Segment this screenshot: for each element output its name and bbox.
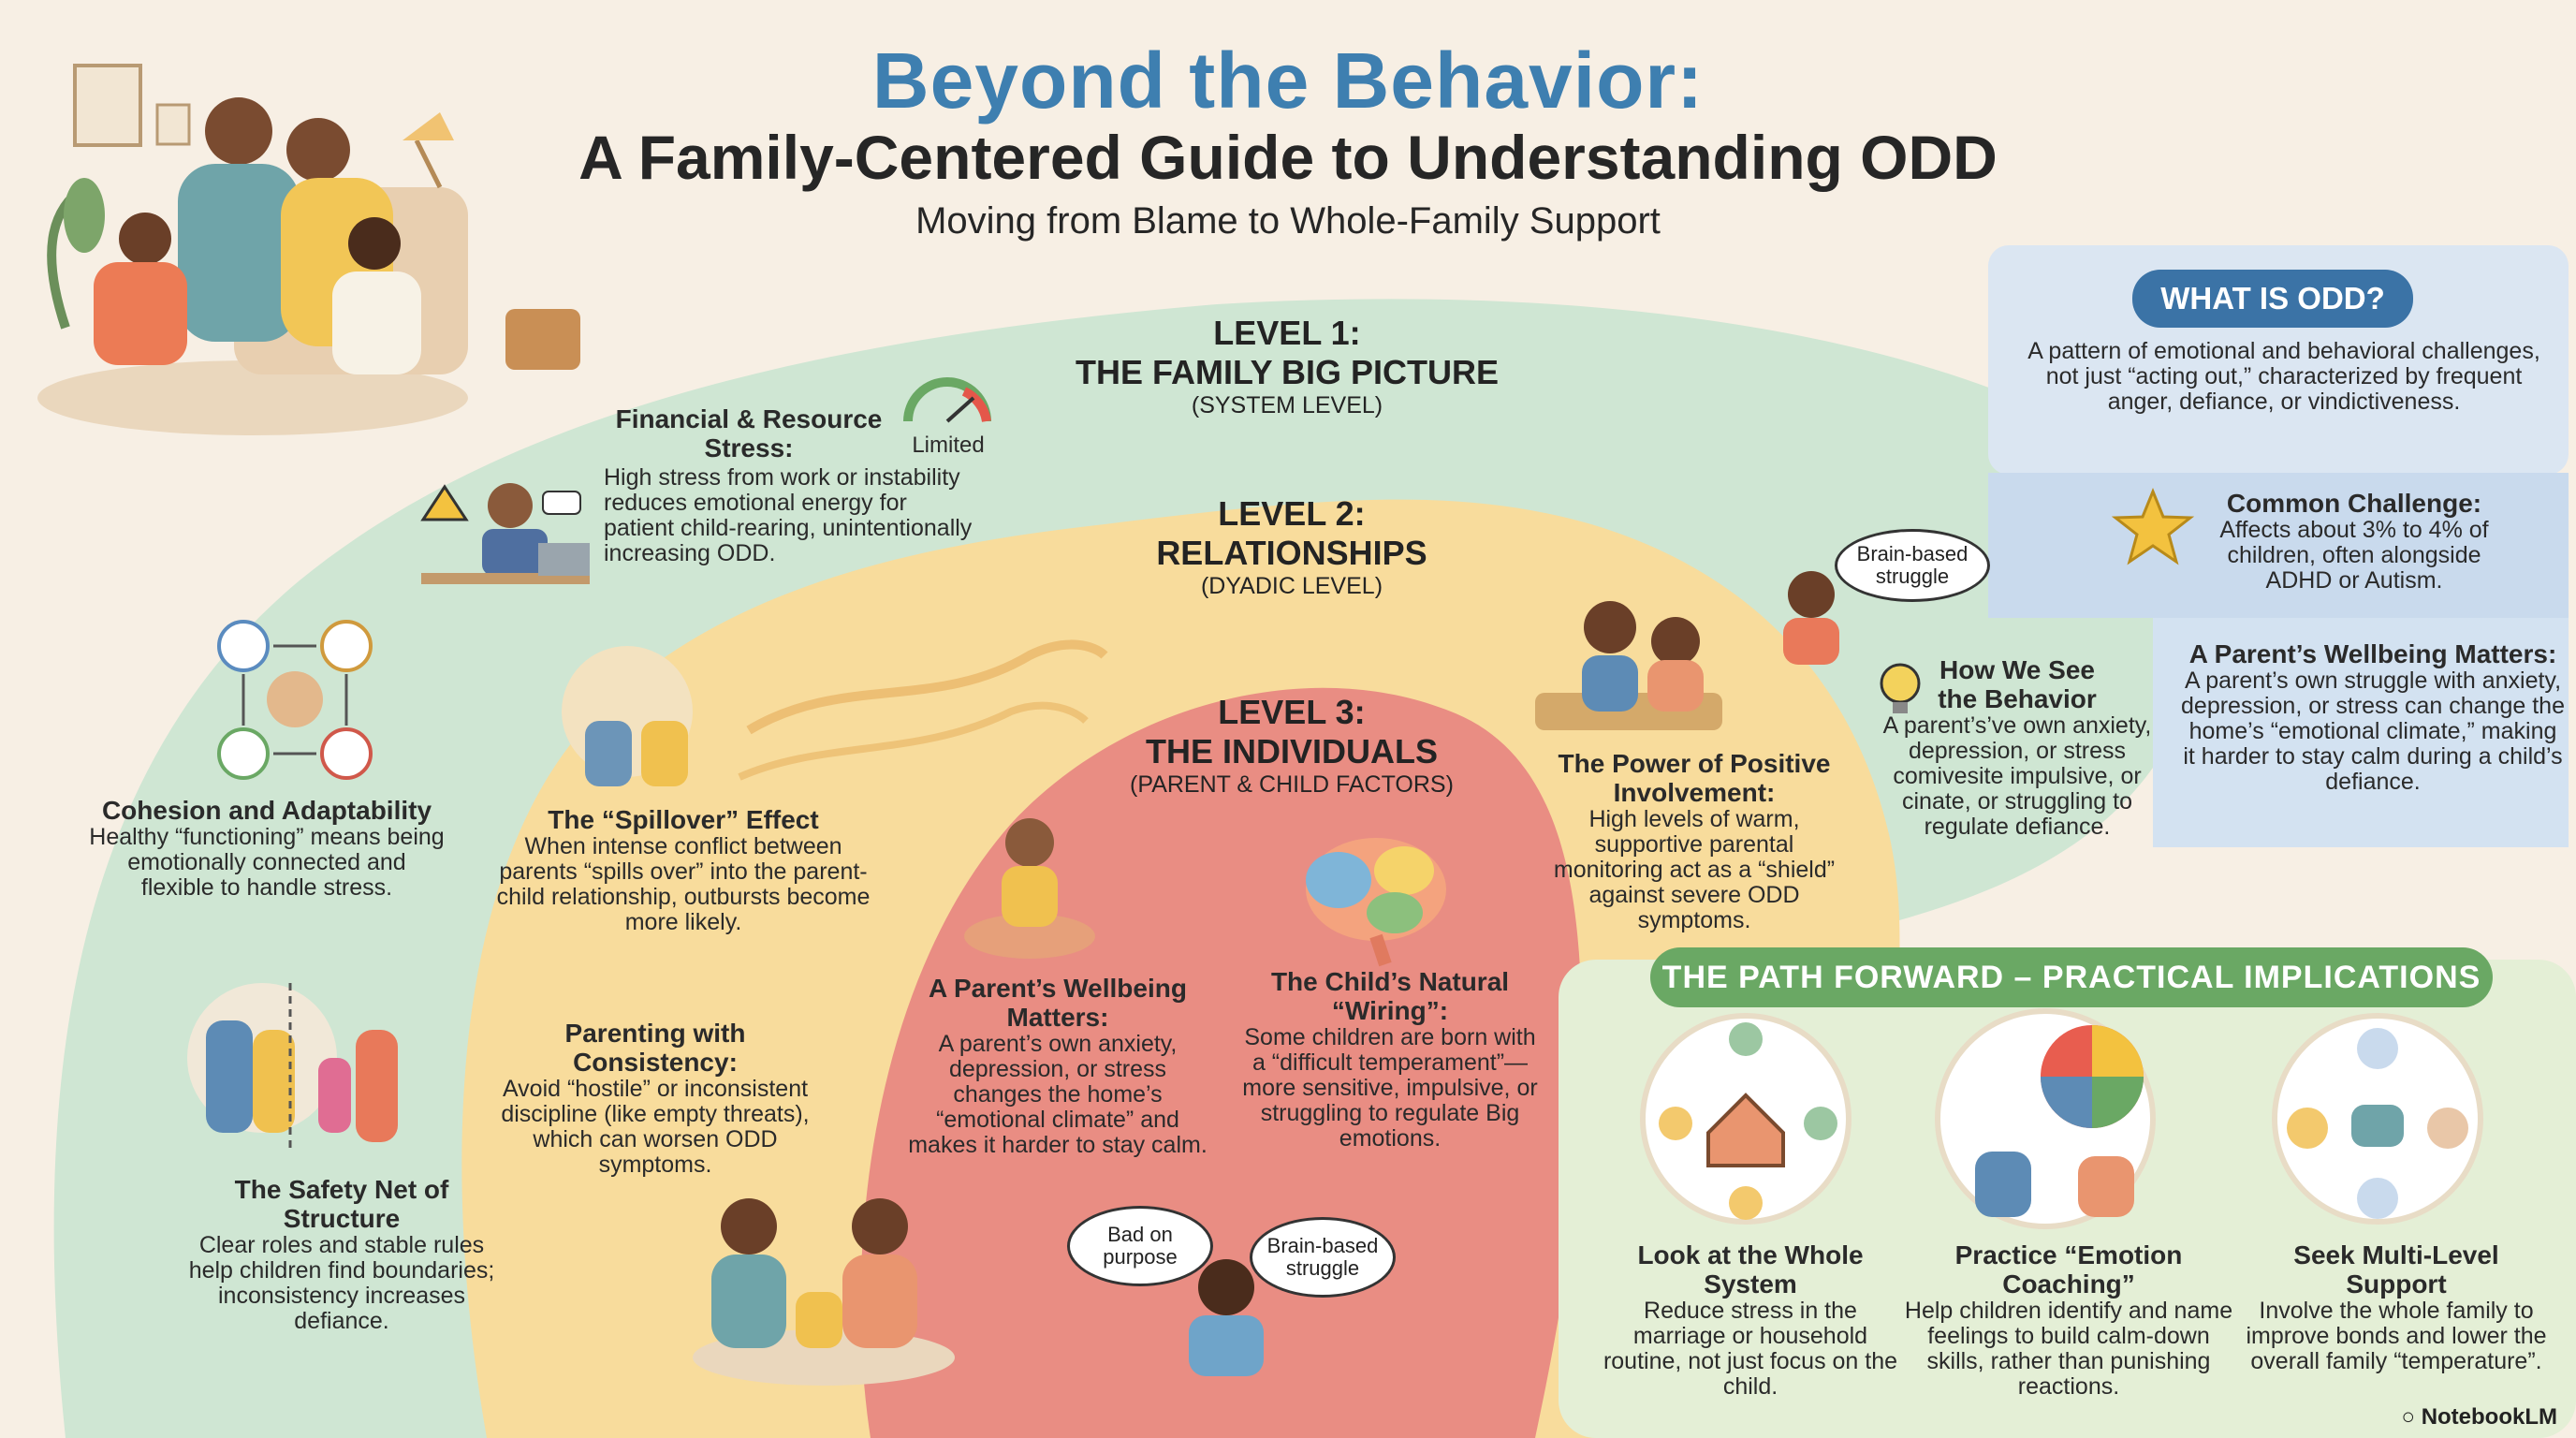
star-icon bbox=[2111, 488, 2195, 565]
spillover-swirl bbox=[746, 639, 1108, 735]
gauge-icon bbox=[903, 377, 991, 423]
page-title-line2: A Family-Centered Guide to Understanding… bbox=[578, 123, 1998, 192]
gauge-label: Limited bbox=[912, 433, 985, 458]
child-with-thought-bubbles bbox=[1189, 1259, 1264, 1376]
whole-system-icon bbox=[1640, 1013, 1852, 1225]
positive-involvement-illustration bbox=[1535, 601, 1722, 730]
child-wiring-block: The Child’s Natural “Wiring”: Some child… bbox=[1242, 967, 1538, 1152]
spillover-family-icon bbox=[562, 646, 693, 786]
level3-heading: LEVEL 3: THE INDIVIDUALS (PARENT & CHILD… bbox=[1130, 693, 1454, 798]
lightbulb-icon bbox=[1880, 663, 1921, 713]
meditating-parent-icon bbox=[964, 818, 1095, 959]
path-forward-pill: THE PATH FORWARD – PRACTICAL IMPLICATION… bbox=[1650, 947, 2493, 1007]
multi-level-support-icon bbox=[2272, 1013, 2483, 1225]
brain-based-struggle-bubble: Brain-based struggle bbox=[1835, 529, 1990, 602]
crossed-arms-child-icon bbox=[1783, 571, 1839, 665]
odd-definition: A pattern of emotional and behavioral ch… bbox=[2027, 338, 2540, 415]
bad-on-purpose-bubble: Bad on purpose bbox=[1067, 1206, 1213, 1286]
sitting-family-illustration bbox=[693, 1198, 955, 1386]
consistency-block: Parenting with Consistency: Avoid “hosti… bbox=[501, 1019, 810, 1178]
financial-stress-body: High stress from work or instability red… bbox=[604, 464, 973, 566]
spillover-block: The “Spillover” Effect When intense conf… bbox=[496, 805, 871, 935]
common-challenge-block: Common Challenge: Affects about 3% to 4%… bbox=[2219, 489, 2489, 594]
safety-net-block: The Safety Net of Structure Clear roles … bbox=[188, 1175, 495, 1334]
family-illustration bbox=[37, 64, 580, 435]
emotion-coaching-illustration bbox=[1935, 1008, 2156, 1229]
level2-heading: LEVEL 2: RELATIONSHIPS (DYADIC LEVEL) bbox=[1156, 494, 1427, 599]
what-is-odd-pill: WHAT IS ODD? bbox=[2132, 270, 2413, 328]
how-we-see-block: How We See the Behavior A parent’s’ve ow… bbox=[1882, 655, 2152, 840]
positive-involvement-block: The Power of Positive Involvement: High … bbox=[1553, 749, 1836, 933]
page-title: Beyond the Behavior: bbox=[871, 37, 1705, 125]
sidebar-panel-bottom bbox=[2153, 618, 2569, 847]
brain-icon bbox=[1306, 838, 1446, 967]
level1-heading: LEVEL 1: THE FAMILY BIG PICTURE (SYSTEM … bbox=[1075, 314, 1500, 418]
parent-wellbeing-block: A Parent’s Wellbeing Matters: A parent’s… bbox=[908, 974, 1208, 1158]
safety-net-illustration bbox=[187, 983, 398, 1152]
stressed-worker-icon bbox=[420, 483, 590, 584]
path-item-multi-level: Seek Multi-Level Support Involve the who… bbox=[2246, 1240, 2547, 1374]
path-item-emotion-coaching: Practice “Emotion Coaching” Help childre… bbox=[1904, 1240, 2233, 1400]
cohesion-cycle-icon bbox=[217, 620, 373, 780]
path-item-whole-system: Look at the Whole System Reduce stress i… bbox=[1603, 1240, 1898, 1400]
brain-based-struggle-bubble-2: Brain-based struggle bbox=[1250, 1217, 1396, 1298]
sidebar-wellbeing-block: A Parent’s Wellbeing Matters: A parent’s… bbox=[2181, 639, 2565, 795]
page-subtitle: Moving from Blame to Whole-Family Suppor… bbox=[915, 200, 1661, 242]
cohesion-block: Cohesion and Adaptability Healthy “funct… bbox=[89, 796, 445, 901]
financial-stress-title: Financial & Resource Stress: bbox=[615, 404, 883, 462]
notebooklm-logo: ○ NotebookLM bbox=[2401, 1404, 2557, 1430]
sidebar-panel-mid bbox=[1988, 473, 2569, 618]
